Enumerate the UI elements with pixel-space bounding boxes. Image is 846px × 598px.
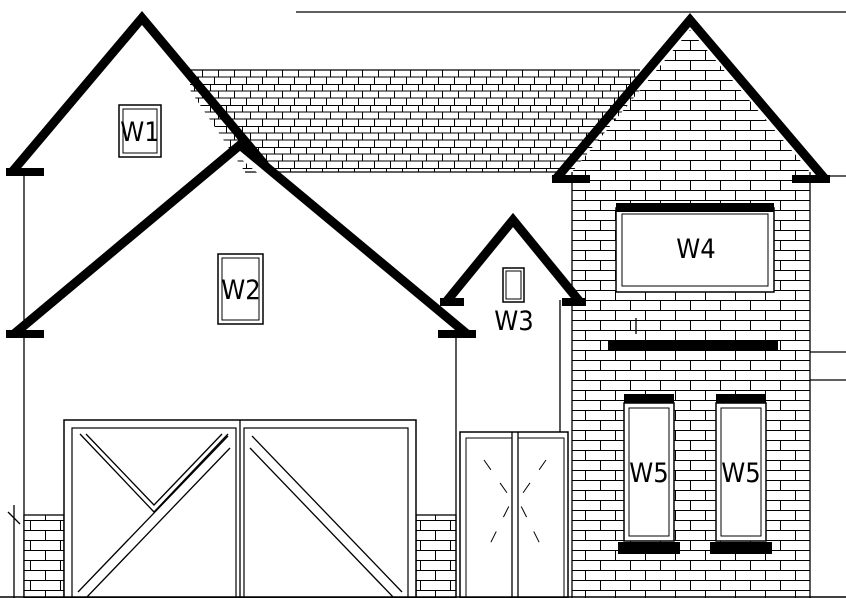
- window-w1: W1: [118, 104, 162, 158]
- brick-plinth-middle: [415, 514, 457, 598]
- upper-left-gable: [6, 11, 269, 176]
- window-w5-right: W5: [710, 394, 772, 554]
- window-w5-left-label: W5: [629, 458, 668, 489]
- window-w2-label: W2: [221, 275, 260, 306]
- window-w5-right-label: W5: [721, 458, 760, 489]
- belt-band: [608, 341, 778, 350]
- window-w3: W3: [494, 267, 534, 337]
- garage-gable: [6, 139, 476, 338]
- brick-plinth-left: [23, 514, 65, 598]
- garage-doors: [63, 419, 417, 598]
- roof-shingles: [190, 69, 640, 173]
- window-w4: W4: [615, 203, 775, 293]
- window-w2: W2: [217, 253, 264, 325]
- window-w4-label: W4: [676, 234, 715, 265]
- entry-double-door: [459, 431, 569, 598]
- window-w5-left: W5: [618, 394, 680, 554]
- window-w1-label: W1: [120, 117, 159, 148]
- entry-gable: [440, 212, 586, 306]
- window-w3-label: W3: [494, 306, 533, 337]
- tower-gable: [551, 13, 830, 183]
